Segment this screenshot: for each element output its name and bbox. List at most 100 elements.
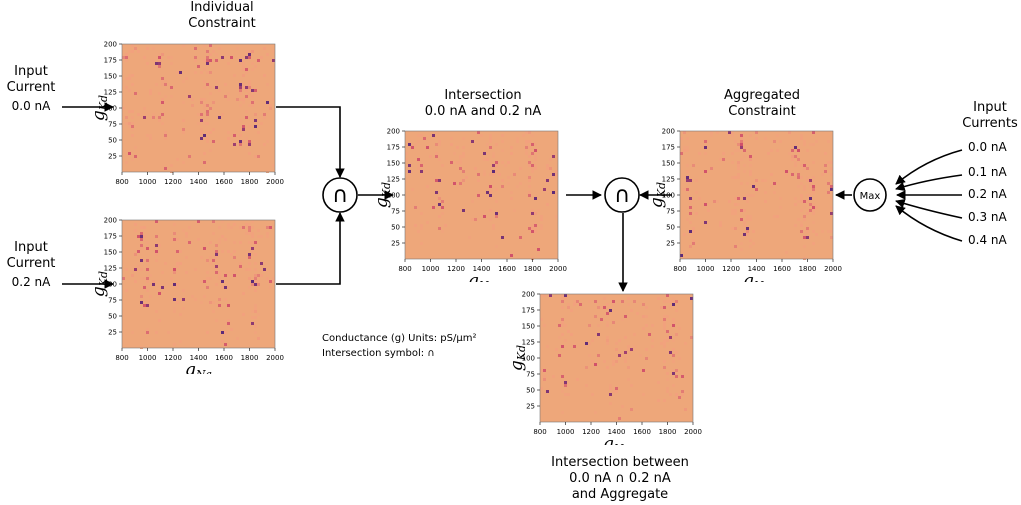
- heatmap-cell: [609, 393, 612, 396]
- heatmap-cell: [531, 224, 534, 227]
- y-tick-label: 75: [391, 208, 400, 216]
- heatmap-cell: [564, 393, 567, 396]
- heatmap-cell: [131, 116, 134, 119]
- heatmap-cell: [266, 101, 269, 104]
- heatmap-cell: [684, 408, 687, 411]
- heatmap-cell: [188, 241, 191, 244]
- heatmap-cell: [257, 274, 260, 277]
- heatmap-cell: [245, 89, 248, 92]
- heatmap-cell: [815, 233, 818, 236]
- heatmap-cell: [642, 327, 645, 330]
- heatmap-cell: [239, 59, 242, 62]
- heatmap-cell: [251, 235, 254, 238]
- heatmap-cell: [224, 83, 227, 86]
- heatmap-cell: [233, 274, 236, 277]
- heatmap-cell: [224, 274, 227, 277]
- heatmap-cell: [420, 176, 423, 179]
- heatmap-cell: [672, 339, 675, 342]
- heatmap-cell: [576, 300, 579, 303]
- heatmap-cell: [167, 331, 170, 334]
- heatmap-cell: [128, 125, 131, 128]
- heatmap-cell: [803, 215, 806, 218]
- heatmap-cell: [752, 194, 755, 197]
- heatmap-cell: [155, 310, 158, 313]
- heatmap-cell: [564, 324, 567, 327]
- heatmap-cell: [594, 411, 597, 414]
- heatmap-cell: [749, 170, 752, 173]
- heatmap-cell: [212, 101, 215, 104]
- heatmap-cell: [692, 230, 695, 233]
- heatmap-cell: [179, 262, 182, 265]
- heatmap-cell: [140, 235, 143, 238]
- heatmap-cell: [131, 74, 134, 77]
- heatmap-cell: [411, 188, 414, 191]
- heatmap-cell: [224, 331, 227, 334]
- heatmap-cell: [689, 221, 692, 224]
- heatmap-cell: [206, 122, 209, 125]
- heatmap-cell: [173, 223, 176, 226]
- heatmap-cell: [206, 110, 209, 113]
- heatmap-cell: [567, 306, 570, 309]
- heatmap-cell: [821, 230, 824, 233]
- heatmap-cell: [812, 209, 815, 212]
- heatmap-cell: [666, 330, 669, 333]
- heatmap-cell: [194, 56, 197, 59]
- heatmap-cell: [669, 336, 672, 339]
- heatmap-cell: [507, 161, 510, 164]
- heatmap-cell: [197, 65, 200, 68]
- heatmap-cell: [444, 224, 447, 227]
- heatmap-cell: [483, 170, 486, 173]
- heatmap-cell: [663, 366, 666, 369]
- heatmap-cell: [239, 143, 242, 146]
- heatmap-cell: [510, 146, 513, 149]
- heatmap-cell: [534, 164, 537, 167]
- heatmap-cell: [236, 47, 239, 50]
- x-tick-label: 800: [115, 178, 128, 186]
- heatmap-cell: [528, 179, 531, 182]
- y-tick-label: 50: [108, 137, 117, 145]
- heatmap-cell: [242, 83, 245, 86]
- heatmap-cell: [486, 158, 489, 161]
- heatmap-cell: [800, 137, 803, 140]
- heatmap-cell: [134, 268, 137, 271]
- heatmap-cell: [411, 146, 414, 149]
- heatmap-cell: [242, 65, 245, 68]
- heatmap-cell: [495, 200, 498, 203]
- heatmap-cell: [227, 131, 230, 134]
- heatmap-cell: [683, 131, 686, 134]
- heatmap-cell: [692, 164, 695, 167]
- x-tick-label: 800: [115, 354, 128, 362]
- heatmap-cell: [552, 176, 555, 179]
- heatmap-cell: [734, 209, 737, 212]
- heatmap-cell: [495, 188, 498, 191]
- heatmap-cell: [812, 188, 815, 191]
- heatmap-cell: [486, 191, 489, 194]
- heatmap-cell: [540, 215, 543, 218]
- heatmap-cell: [558, 336, 561, 339]
- symbol-note: Intersection symbol: ∩: [322, 348, 435, 359]
- heatmap-cell: [728, 200, 731, 203]
- heatmap-cell: [176, 158, 179, 161]
- heatmap-cell: [414, 143, 417, 146]
- heatmap-cell: [245, 232, 248, 235]
- heatmap-cell: [642, 393, 645, 396]
- heatmap-cell: [233, 241, 236, 244]
- heatmap-cell: [203, 68, 206, 71]
- heatmap-cell: [788, 152, 791, 155]
- heatmap-cell: [417, 158, 420, 161]
- heatmap-cell: [510, 254, 513, 257]
- heatmap-cell: [215, 244, 218, 247]
- heatmap-cell: [749, 218, 752, 221]
- heatmap-cell: [218, 277, 221, 280]
- heatmap-cell: [821, 173, 824, 176]
- heatmap-cell: [546, 203, 549, 206]
- heatmap-cell: [815, 140, 818, 143]
- heatmap-cell: [809, 203, 812, 206]
- heatmap-cell: [552, 155, 555, 158]
- heatmap-cell: [197, 220, 200, 223]
- heatmap-cell: [269, 226, 272, 229]
- heatmap-cell: [531, 257, 534, 260]
- heatmap-cell: [737, 197, 740, 200]
